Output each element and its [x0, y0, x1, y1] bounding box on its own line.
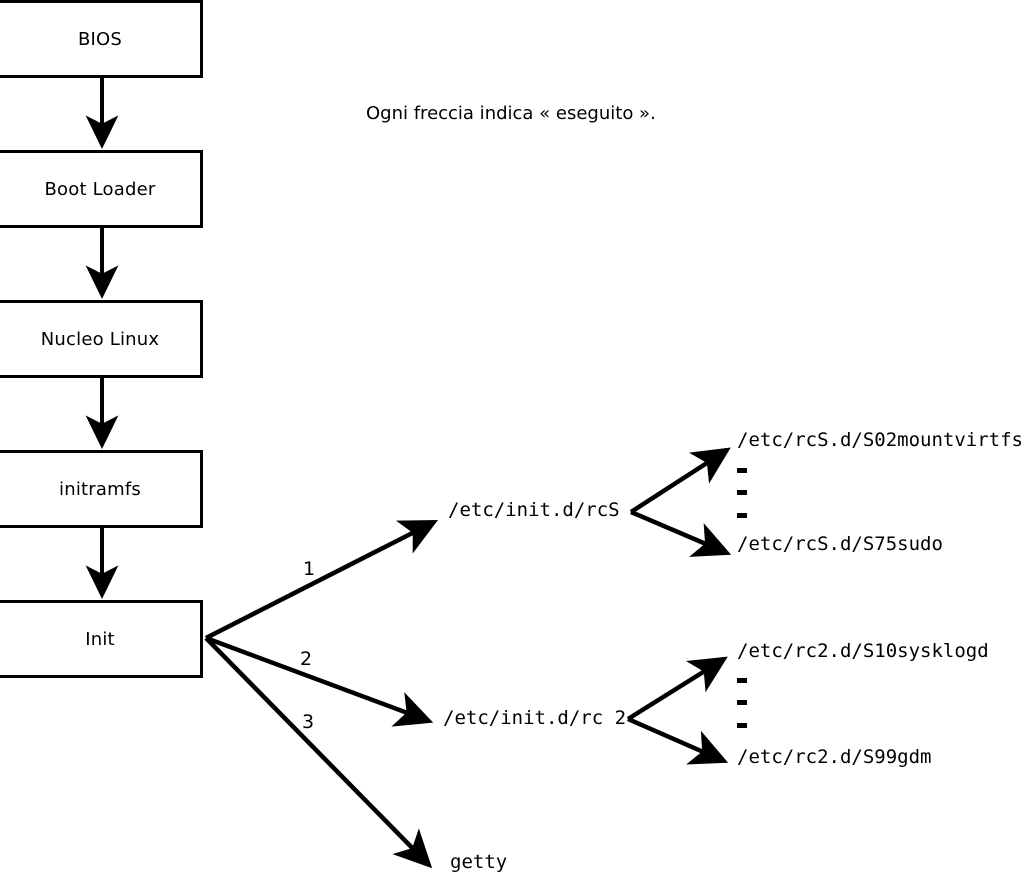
- ellipsis-dash-icon: [737, 468, 747, 473]
- ellipsis-dash-icon: [737, 678, 747, 683]
- arrow-init-to-rcs: [204, 519, 439, 641]
- diagram-caption: Ogni freccia indica « eseguito ».: [366, 103, 656, 124]
- arrow-rc2-to-s99gdm: [627, 716, 729, 765]
- process-box-label: initramfs: [59, 478, 141, 500]
- script-label-init-d-rcs: /etc/init.d/rcS: [448, 499, 620, 521]
- ellipsis-dash-icon: [737, 513, 747, 518]
- branch-number-3: 3: [302, 711, 315, 733]
- arrow-rcs-to-s02mountvirtfs: [629, 447, 731, 514]
- script-label-rcs-d-s02mountvirtfs: /etc/rcS.d/S02mountvirtfs: [737, 429, 1023, 451]
- process-box-label: BIOS: [77, 28, 123, 50]
- script-label-getty: getty: [450, 851, 508, 873]
- script-label-rc2-d-s10sysklogd: /etc/rc2.d/S10sysklogd: [737, 640, 989, 662]
- branch-number-1: 1: [303, 558, 316, 580]
- ellipsis-dash-icon: [737, 490, 747, 495]
- process-box-init[interactable]: Init: [0, 600, 203, 678]
- arrow-rc2-to-s10sysklogd: [626, 656, 728, 721]
- ellipsis-dash-icon: [737, 723, 747, 728]
- script-label-rcs-d-s75sudo: /etc/rcS.d/S75sudo: [737, 533, 943, 555]
- script-label-init-d-rc2: /etc/init.d/rc 2: [443, 707, 627, 729]
- process-box-label: Init: [85, 628, 115, 650]
- arrow-init-to-getty: [204, 636, 433, 869]
- process-box-initramfs[interactable]: initramfs: [0, 450, 203, 528]
- arrow-init-to-rc2: [205, 635, 434, 727]
- script-label-rc2-d-s99gdm: /etc/rc2.d/S99gdm: [737, 746, 932, 768]
- process-box-label: Boot Loader: [44, 178, 156, 200]
- process-box-boot-loader[interactable]: Boot Loader: [0, 150, 203, 228]
- ellipsis-dash-icon: [737, 700, 747, 705]
- process-box-bios[interactable]: BIOS: [0, 0, 203, 78]
- process-box-label: Nucleo Linux: [40, 328, 160, 350]
- process-box-kernel[interactable]: Nucleo Linux: [0, 300, 203, 378]
- branch-number-2: 2: [300, 648, 313, 670]
- arrow-rcs-to-s75sudo: [630, 509, 732, 557]
